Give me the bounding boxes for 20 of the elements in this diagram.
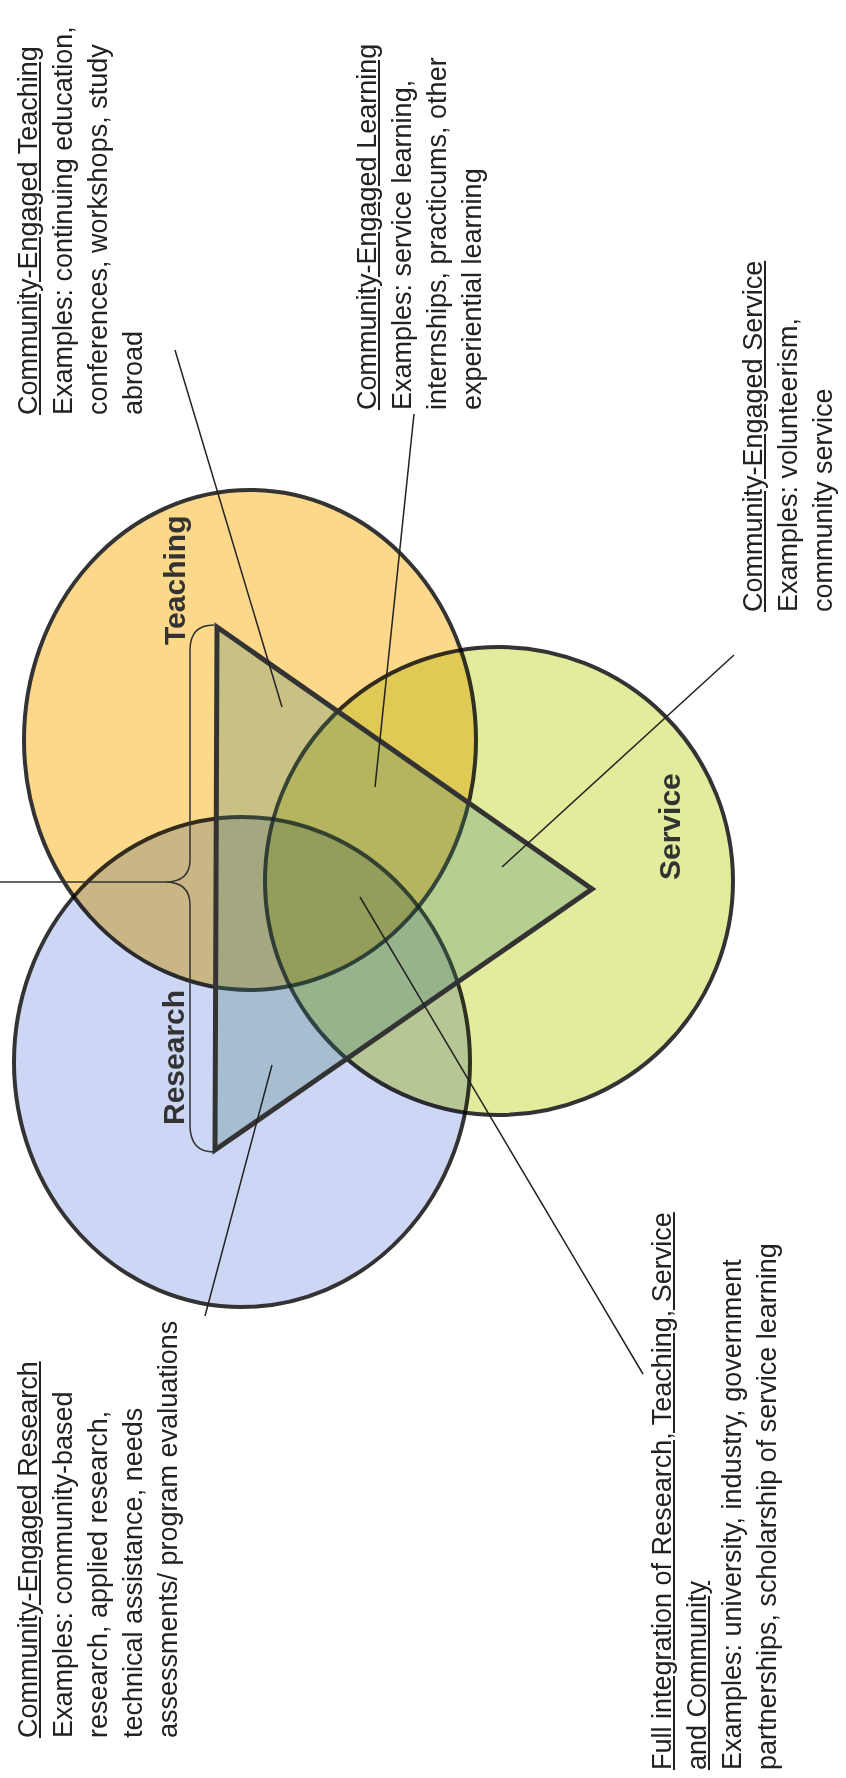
heading-text: Community-Engaged Teaching [12, 45, 44, 415]
heading-text: Community-Engaged Research [12, 1360, 44, 1738]
leader-line [174, 349, 283, 708]
heading-text: Community-Engaged Learning [351, 42, 383, 410]
heading-text: Full integration of Research, Teaching, Service and Community [646, 1211, 714, 1770]
leader-line [374, 413, 415, 788]
leader-line [204, 1064, 273, 1317]
circle-label: Teaching [158, 515, 192, 645]
body-text: Examples: volunteerism, community service [772, 316, 840, 612]
body-text: Examples: university, industry, government partnerships, scholarship of service learning [716, 1242, 784, 1770]
leader-line [359, 896, 644, 1375]
heading-text: Community-Engaged Service [737, 259, 769, 612]
body-text: Examples: community-based research, applied research, technical assistance, needs assessments/ program evaluations [47, 1319, 185, 1738]
circle-label: Research [157, 989, 191, 1125]
body-text: Examples: service learning, internships, practicums, other experiential learning [386, 56, 489, 410]
triangle-shape [212, 622, 597, 1155]
leader-line [501, 654, 735, 868]
body-text: Examples: continuing education, conferences, workshops, study abroad [47, 25, 150, 415]
venn-circle [263, 645, 735, 1117]
circle-label: Service [653, 773, 687, 880]
